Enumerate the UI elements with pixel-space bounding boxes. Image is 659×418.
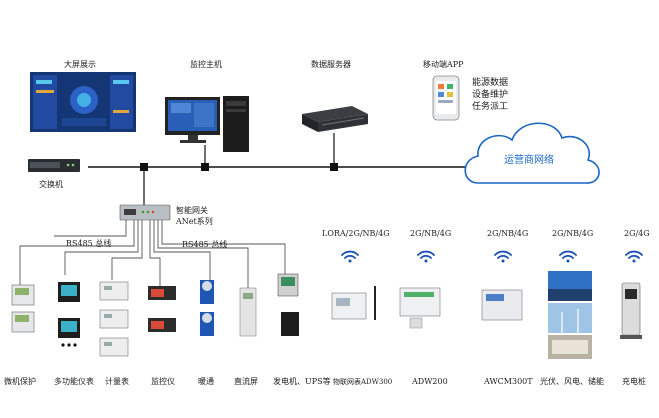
proto-label: 2G/NB/4G <box>410 229 452 238</box>
mobile-label: 移动端APP <box>423 60 464 69</box>
device-label: 微机保护 <box>4 377 36 386</box>
adw200-device <box>399 287 441 329</box>
switch-label: 交换机 <box>39 180 63 189</box>
cloud-label: 运营商网络 <box>504 155 554 166</box>
host-device <box>165 96 249 152</box>
big-screen-label: 大屏展示 <box>64 60 96 69</box>
wifi-icon <box>417 250 435 263</box>
proto-label: 2G/4G <box>624 229 650 238</box>
wifi-icon <box>559 250 577 263</box>
energy-meter-device <box>99 281 129 357</box>
multifunction-meter-device <box>58 282 80 347</box>
phone-device <box>432 75 460 121</box>
device-label: 监控仪 <box>151 377 175 386</box>
app-feature-1: 能源数据 <box>472 78 509 88</box>
device-label: 计量表 <box>105 377 129 386</box>
server-label: 数据服务器 <box>311 60 351 69</box>
device-label: 发电机、UPS等 <box>273 377 331 386</box>
adw300-device <box>331 286 376 320</box>
awcm300t-device <box>481 289 523 321</box>
device-label: 光伏、风电、储能 <box>540 377 604 386</box>
proto-label: LORA/2G/NB/4G <box>322 229 390 238</box>
device-label: ADW200 <box>412 377 448 386</box>
gateway-device <box>119 204 171 221</box>
relay-protection-device <box>11 284 35 333</box>
rs485-lines <box>19 220 286 288</box>
renewable-images <box>548 271 592 359</box>
gateway-series: ANet系列 <box>176 217 213 226</box>
host-label: 监控主机 <box>190 60 222 69</box>
app-feature-3: 任务派工 <box>472 102 509 112</box>
proto-label: 2G/NB/4G <box>552 229 594 238</box>
server-device <box>302 106 368 132</box>
wifi-icon <box>341 250 359 263</box>
proto-label: 2G/NB/4G <box>487 229 529 238</box>
switch-device <box>28 159 80 172</box>
dc-panel-device <box>239 287 257 337</box>
device-label: 暖通 <box>198 377 214 386</box>
monitor-instrument-device <box>148 286 176 332</box>
device-label: 直流屏 <box>234 377 258 386</box>
device-label: 物联网表ADW300 <box>333 378 393 386</box>
cloud-shape <box>464 122 600 184</box>
device-label: 充电桩 <box>622 377 646 386</box>
device-label: 多功能仪表 <box>54 377 94 386</box>
hvac-device <box>200 280 214 336</box>
app-feature-2: 设备维护 <box>472 90 509 100</box>
wifi-icon <box>625 250 643 263</box>
charging-pile-device <box>620 282 642 339</box>
device-label: AWCM300T <box>484 377 533 386</box>
gateway-name: 智能网关 <box>176 206 208 215</box>
big-screen-device <box>30 72 136 132</box>
rs485-left-label: RS485 总线 <box>66 239 112 248</box>
rs485-right-label: RS485 总线 <box>182 240 228 249</box>
generator-ups-device <box>277 273 299 336</box>
wifi-icon <box>494 250 512 263</box>
